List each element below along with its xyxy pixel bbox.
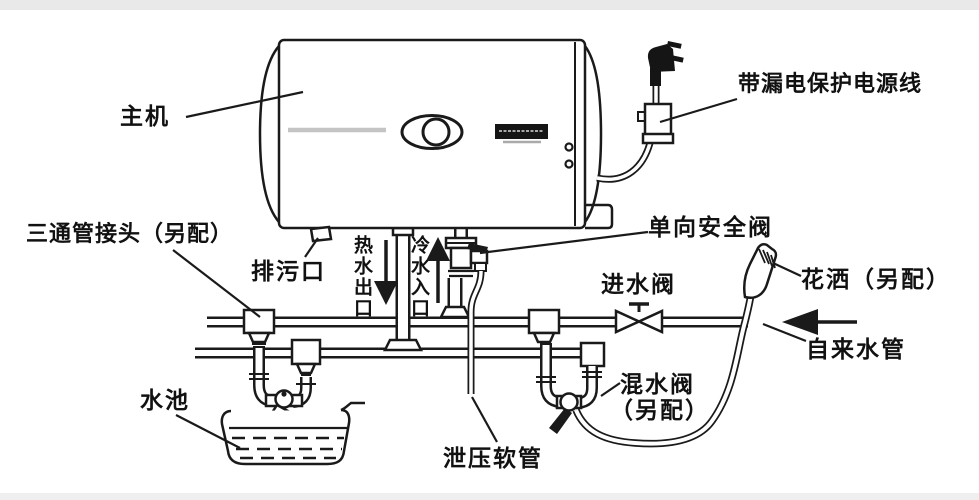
label-relief-hose: 泄压软管 [443,445,543,471]
label-tee-connector: 三通管接头（另配） [26,221,234,246]
shower-hose [572,293,755,448]
inlet-valve [614,302,664,334]
label-sink: 水池 [140,387,190,413]
leader-safety-valve [479,230,649,255]
label-inlet-valve: 进水阀 [601,271,676,297]
leader-mixing-valve [600,382,621,397]
hot-pipe-elbow [577,341,606,409]
label-hot-water-outlet: 热水出口 [351,235,372,319]
cold-inlet-pipe [438,278,472,319]
label-mixing-valve-note: （另配） [610,397,710,423]
hot-outlet-pipe [382,226,424,352]
mixing-valve [549,392,583,434]
brand-badge [495,124,548,144]
leader-sink [175,414,241,449]
tee-connector-lower [290,338,322,376]
leader-shower-head [772,262,802,277]
hot-flow-arrow [374,240,398,305]
power-cord [596,86,660,183]
label-tap-water-pipe: 自来水管 [806,336,906,362]
safety-valve [444,228,489,278]
leader-power-cord [659,97,738,124]
leader-tap-water [762,322,807,343]
cold-flow-arrow [426,237,450,303]
flow-arrow [782,309,857,335]
leader-tee-connector [172,249,261,318]
shower-head [742,242,778,299]
water-heater-body [258,38,614,243]
label-mixing-valve: 混水阀 [620,371,695,397]
leader-relief-hose [471,396,498,443]
power-plug-icon [647,41,684,86]
indicator-light [564,142,574,152]
leader-drain-outlet [304,237,319,258]
control-knob [400,114,464,150]
label-safety-valve: 单向安全阀 [648,214,773,240]
relief-hose [467,270,485,394]
mixing-tee [527,308,561,345]
tee-connector [242,308,276,348]
label-shower-head: 花洒（另配） [801,266,951,292]
label-power-cord: 带漏电保护电源线 [738,71,923,96]
leader-main-unit [185,90,304,119]
label-cold-water-inlet: 冷水入口 [408,235,429,319]
bottom-edge-strip [0,493,979,500]
label-drain-outlet: 排污口 [251,258,326,284]
leakage-protector [637,102,675,145]
top-edge-strip [0,0,979,10]
sink-basin [220,401,365,466]
indicator-light [564,159,574,169]
drain-outlet-nub [309,225,333,243]
label-main-unit: 主机 [120,103,170,129]
